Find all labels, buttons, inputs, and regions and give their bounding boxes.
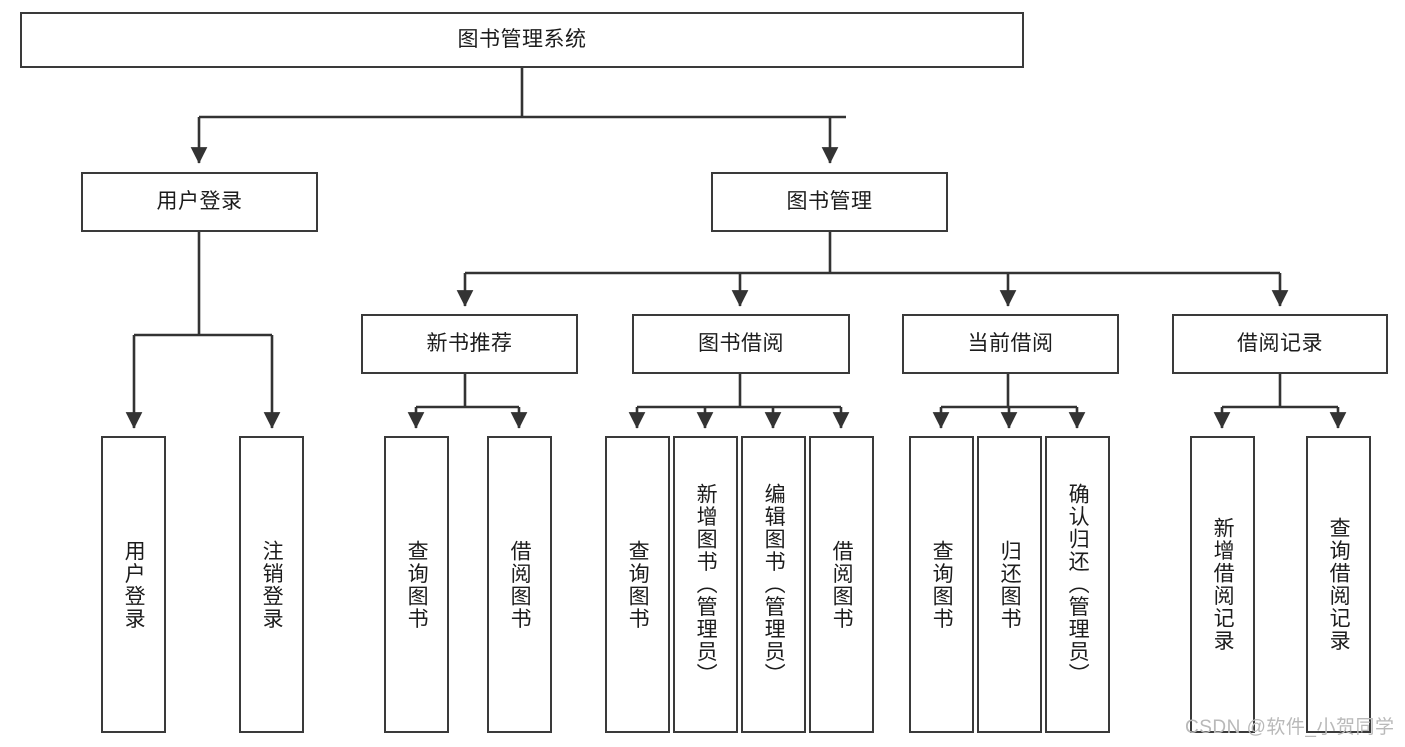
node-leaf-return-book[interactable]: 归还图书 bbox=[977, 436, 1042, 733]
node-leaf-borrow-book-2[interactable]: 借阅图书 bbox=[809, 436, 874, 733]
node-leaf-query-book-2[interactable]: 查询图书 bbox=[605, 436, 670, 733]
node-user-login[interactable]: 用户登录 bbox=[81, 172, 318, 232]
node-book-borrow[interactable]: 图书借阅 bbox=[632, 314, 850, 374]
node-book-borrow-label: 图书借阅 bbox=[698, 331, 784, 355]
node-leaf-edit-book-label: 编辑图书（管理员） bbox=[762, 483, 786, 686]
node-leaf-query-book-2-label: 查询图书 bbox=[626, 539, 650, 630]
node-user-login-label: 用户登录 bbox=[156, 189, 243, 213]
node-leaf-confirm-return[interactable]: 确认归还（管理员） bbox=[1045, 436, 1110, 733]
node-leaf-add-record[interactable]: 新增借阅记录 bbox=[1190, 436, 1255, 733]
node-leaf-user-login[interactable]: 用户登录 bbox=[101, 436, 166, 733]
node-leaf-return-book-label: 归还图书 bbox=[998, 539, 1022, 630]
node-root[interactable]: 图书管理系统 bbox=[20, 12, 1024, 68]
node-leaf-confirm-return-label: 确认归还（管理员） bbox=[1066, 483, 1090, 686]
node-leaf-query-record-label: 查询借阅记录 bbox=[1327, 517, 1351, 652]
node-leaf-query-record[interactable]: 查询借阅记录 bbox=[1306, 436, 1371, 733]
node-borrow-record[interactable]: 借阅记录 bbox=[1172, 314, 1388, 374]
node-borrow-record-label: 借阅记录 bbox=[1237, 331, 1323, 355]
node-leaf-query-book-1[interactable]: 查询图书 bbox=[384, 436, 449, 733]
node-new-book-recommend-label: 新书推荐 bbox=[426, 331, 513, 355]
node-leaf-borrow-book-1-label: 借阅图书 bbox=[508, 539, 532, 630]
node-leaf-query-book-1-label: 查询图书 bbox=[405, 539, 429, 630]
node-new-book-recommend[interactable]: 新书推荐 bbox=[361, 314, 578, 374]
node-book-manage-label: 图书管理 bbox=[786, 189, 873, 213]
node-leaf-user-login-label: 用户登录 bbox=[122, 539, 146, 630]
node-leaf-query-book-3[interactable]: 查询图书 bbox=[909, 436, 974, 733]
node-leaf-logout-label: 注销登录 bbox=[260, 539, 284, 630]
node-leaf-borrow-book-1[interactable]: 借阅图书 bbox=[487, 436, 552, 733]
node-leaf-borrow-book-2-label: 借阅图书 bbox=[830, 539, 854, 630]
node-root-label: 图书管理系统 bbox=[457, 27, 587, 51]
node-leaf-edit-book[interactable]: 编辑图书（管理员） bbox=[741, 436, 806, 733]
node-leaf-query-book-3-label: 查询图书 bbox=[930, 539, 954, 630]
node-leaf-add-book-label: 新增图书（管理员） bbox=[694, 483, 718, 686]
node-book-manage[interactable]: 图书管理 bbox=[711, 172, 948, 232]
node-current-borrow-label: 当前借阅 bbox=[967, 331, 1054, 355]
node-current-borrow[interactable]: 当前借阅 bbox=[902, 314, 1119, 374]
csdn-watermark: CSDN @软件_小贺同学 bbox=[1185, 717, 1395, 738]
node-leaf-logout[interactable]: 注销登录 bbox=[239, 436, 304, 733]
node-leaf-add-record-label: 新增借阅记录 bbox=[1211, 517, 1235, 652]
node-leaf-add-book[interactable]: 新增图书（管理员） bbox=[673, 436, 738, 733]
